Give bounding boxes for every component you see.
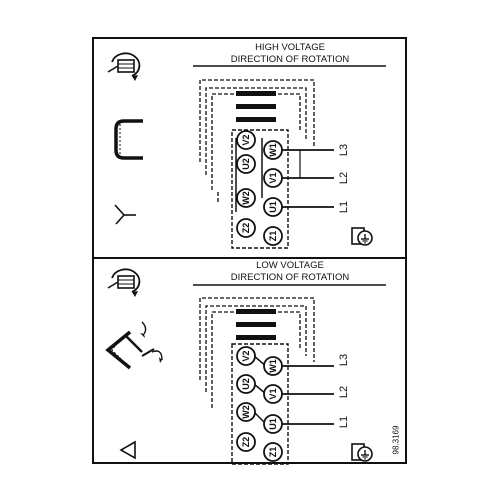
terminal-v2: V2: [236, 346, 256, 366]
rotation-icon: [107, 268, 141, 298]
terminal-label: Z2: [241, 437, 251, 448]
coils: [236, 309, 276, 340]
panel-title-line2: DIRECTION OF ROTATION: [231, 272, 350, 283]
panel-low-voltage: LOW VOLTAGE DIRECTION OF ROTATION: [105, 260, 401, 465]
terminal-v1: V1: [263, 168, 283, 188]
panel-high-voltage: HIGH VOLTAGE DIRECTION OF ROTATION: [107, 42, 386, 249]
line-label-l2: L2: [338, 386, 350, 398]
terminal-z2: Z2: [236, 432, 256, 452]
terminal-label: U2: [241, 378, 251, 390]
terminal-z1: Z1: [263, 442, 283, 462]
ground-icon: [351, 443, 373, 462]
terminal-w2: W2: [236, 188, 256, 208]
terminal-block: [231, 129, 289, 249]
panel-title-line1: LOW VOLTAGE: [256, 260, 324, 271]
terminal-label: W1: [268, 359, 278, 373]
terminal-label: V1: [268, 172, 278, 183]
wye-symbol-icon: [114, 204, 136, 225]
terminal-z2: Z2: [236, 218, 256, 238]
line-label-l3: L3: [338, 354, 350, 366]
supply-lines: [282, 149, 334, 208]
supply-lines: [282, 365, 334, 425]
winding-loops: [199, 79, 315, 202]
line-label-l3: L3: [338, 144, 350, 156]
terminal-label: U1: [268, 418, 278, 430]
terminal-label: Z2: [241, 223, 251, 234]
line-label-l1: L1: [338, 201, 350, 213]
line-label-l2: L2: [338, 172, 350, 184]
terminal-label: Z1: [268, 447, 278, 458]
winding-loops: [199, 297, 315, 408]
connection-bracket-icon: [114, 119, 143, 160]
terminal-u1: U1: [263, 197, 283, 217]
outer-frame: [92, 37, 407, 464]
terminal-v2: V2: [236, 130, 256, 150]
terminal-u1: U1: [263, 414, 283, 434]
terminal-z1: Z1: [263, 226, 283, 246]
terminal-block: [231, 343, 289, 465]
terminal-label: V1: [268, 388, 278, 399]
ground-icon: [351, 227, 373, 246]
terminal-v1: V1: [263, 384, 283, 404]
figure-number: 98.3169: [392, 425, 401, 454]
terminal-label: W2: [241, 405, 251, 419]
terminal-label: U1: [268, 201, 278, 213]
panel-title-line1: HIGH VOLTAGE: [255, 42, 325, 53]
coils: [236, 91, 276, 122]
rotation-icon: [107, 52, 141, 82]
terminal-label: W2: [241, 191, 251, 205]
jumpers: [235, 138, 263, 212]
terminal-u2: U2: [236, 154, 256, 174]
terminal-label: V2: [241, 134, 251, 145]
terminal-w2: W2: [236, 402, 256, 422]
delta-symbol-icon: [119, 440, 136, 460]
panel-title-line2: DIRECTION OF ROTATION: [231, 54, 350, 65]
terminal-w1: W1: [263, 140, 283, 160]
connection-bracket-icon: [105, 321, 163, 370]
line-label-l1: L1: [338, 416, 350, 428]
terminal-label: W1: [268, 143, 278, 157]
terminal-label: U2: [241, 158, 251, 170]
terminal-u2: U2: [236, 374, 256, 394]
terminal-label: Z1: [268, 231, 278, 242]
terminal-label: V2: [241, 350, 251, 361]
terminal-w1: W1: [263, 356, 283, 376]
